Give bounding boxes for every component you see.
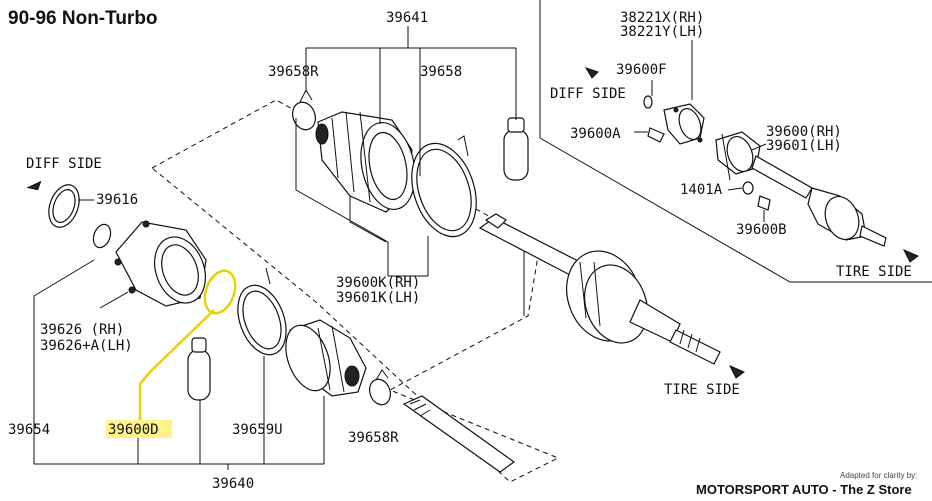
- band-tab: [457, 135, 469, 157]
- circlip-39616-inner: [52, 189, 76, 223]
- drive-shaft-inner-lower: [402, 395, 516, 473]
- joint-housing-39626: [114, 220, 207, 307]
- tire-side-arrow-bottom: [728, 365, 745, 379]
- label-39641: 39641: [386, 10, 428, 26]
- tire-side-arrow-right: [902, 249, 919, 263]
- label-39658r-top: 39658R: [268, 64, 319, 80]
- label-39600a: 39600A: [570, 126, 621, 142]
- direction-diff-side-left: DIFF SIDE: [26, 156, 102, 172]
- label-39601k: 39601K(LH): [336, 290, 420, 306]
- drive-shaft-center: [478, 213, 721, 365]
- label-39600d: 39600D: [108, 422, 159, 438]
- leader-39600-rh: [751, 143, 767, 151]
- leader-39600d-highlighted: [138, 309, 215, 420]
- o-ring-39600f: [643, 95, 653, 109]
- leader-39641: [305, 26, 517, 176]
- drive-shaft-inset: [715, 131, 887, 247]
- credit-small: Adapted for clarity by:: [840, 471, 917, 480]
- label-39626a: 39626+A(LH): [40, 338, 133, 354]
- label-1401a: 1401A: [680, 182, 723, 198]
- label-39659u: 39659U: [232, 422, 283, 438]
- boot-band-clip-top: [292, 101, 316, 131]
- label-39658: 39658: [420, 64, 462, 80]
- diff-side-arrow-right: [584, 67, 599, 79]
- leader-39600k: [295, 118, 525, 316]
- credit-main: MOTORSPORT AUTO - The Z Store: [696, 482, 912, 497]
- label-38221x: 38221X(RH): [620, 10, 704, 26]
- label-39600k: 39600K(RH): [336, 275, 420, 291]
- leader-39640: [33, 259, 325, 470]
- direction-tire-side-right: TIRE SIDE: [836, 264, 912, 280]
- snap-ring-small: [92, 223, 112, 249]
- label-39654: 39654: [8, 422, 50, 438]
- label-39626: 39626 (RH): [40, 322, 124, 338]
- label-39658r-bottom: 39658R: [348, 430, 399, 446]
- clip-tab-bottom: [375, 369, 389, 381]
- label-39600f: 39600F: [616, 62, 667, 78]
- boot-band-ring-top-inner: [416, 148, 472, 232]
- boot-band-39659u-inner: [242, 290, 282, 350]
- label-39601-lh: 39601(LH): [766, 138, 842, 154]
- grease-tube-left: [187, 337, 211, 401]
- diff-side-arrow-left: [26, 180, 42, 191]
- nut-39600b: [757, 195, 771, 211]
- inset-border: [539, 0, 932, 283]
- boot-band-clip-bottom: [369, 378, 391, 406]
- label-39616: 39616: [96, 192, 138, 208]
- direction-tire-side-bottom: TIRE SIDE: [664, 382, 740, 398]
- direction-diff-side-right: DIFF SIDE: [550, 86, 626, 102]
- boot-top: [315, 111, 416, 213]
- leader-39626: [99, 291, 129, 309]
- washer-1401a: [742, 181, 754, 195]
- kit-dashed-outline: [151, 99, 560, 483]
- label-39640: 39640: [212, 476, 254, 492]
- grease-tube-top: [503, 117, 529, 181]
- diagram-title: 90-96 Non-Turbo: [8, 8, 158, 29]
- boot-lower: [285, 319, 367, 397]
- label-39600-rh: 39600(RH): [766, 124, 842, 140]
- label-38221y: 38221Y(LH): [620, 24, 704, 40]
- band-tab-39659u: [265, 267, 271, 285]
- leader-1401a: [727, 187, 743, 191]
- label-39600b: 39600B: [736, 222, 787, 238]
- bolt-39600a: [647, 127, 665, 143]
- side-flange-38221: [663, 103, 705, 145]
- highlight-box-39600d: [106, 420, 172, 438]
